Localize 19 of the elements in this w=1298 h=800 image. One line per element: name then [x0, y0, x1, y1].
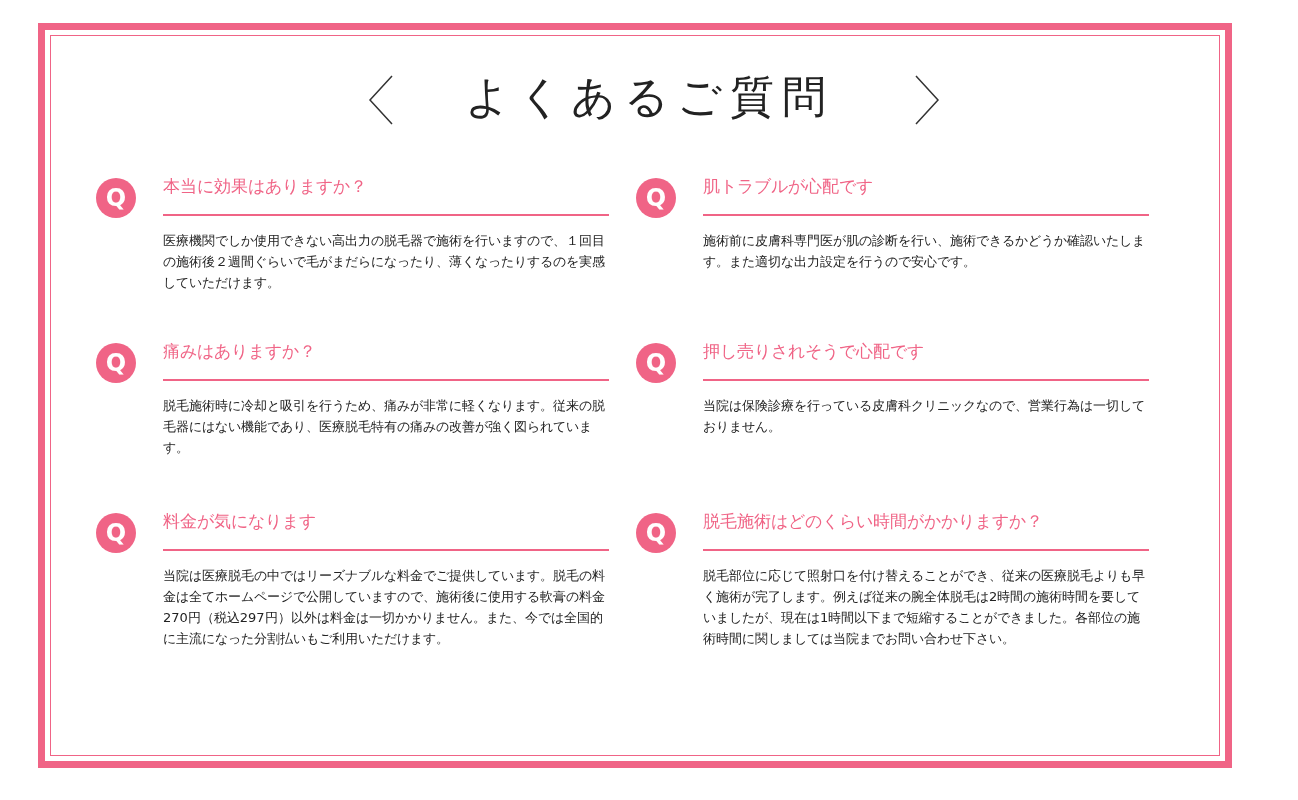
- question-heading: 肌トラブルが心配です: [703, 175, 873, 198]
- question-heading: 脱毛施術はどのくらい時間がかかりますか？: [703, 510, 1043, 533]
- question-heading: 押し売りされそうで心配です: [703, 340, 924, 363]
- q-badge: Q: [636, 513, 676, 553]
- q-badge: Q: [96, 513, 136, 553]
- question-heading: 料金が気になります: [163, 510, 316, 533]
- question-heading: 本当に効果はありますか？: [163, 175, 367, 198]
- page-title: よくあるご質問: [463, 70, 835, 124]
- answer-text: 施術前に皮膚科専門医が肌の診断を行い、施術できるかどうか確認いたします。また適切な出力設定を行うので安心です。: [703, 232, 1146, 271]
- q-badge: Q: [96, 343, 136, 383]
- answer-text: 脱毛部位に応じて照射口を付け替えることができ、従来の医療脱毛よりも早く施術が完了します。例えば従来の腕全体脱毛は2時間の施術時間を要していましたが、現在は1時間以下まで短縮することができました。各部位の施術時間に関しましては当院までお問い合わせ下さい。: [703, 567, 1146, 648]
- question-heading: 痛みはありますか？: [163, 340, 316, 363]
- answer-text: 当院は医療脱毛の中ではリーズナブルな料金でご提供しています。脱毛の料金は全てホームページで公開していますので、施術後に使用する軟膏の料金270円（税込297円）以外は料金は一切かかりません。また、今では全国的に主流になった分割払いもご利用いただけます。: [163, 567, 606, 648]
- q-badge: Q: [636, 343, 676, 383]
- answer-text: 医療機関でしか使用できない高出力の脱毛器で施術を行いますので、１回目の施術後２週間ぐらいで毛がまだらになったり、薄くなったりするのを実感していただけます。: [163, 232, 606, 292]
- answer-text: 当院は保険診療を行っている皮膚科クリニックなので、営業行為は一切しておりません。: [703, 397, 1146, 436]
- q-badge: Q: [636, 178, 676, 218]
- q-badge: Q: [96, 178, 136, 218]
- answer-text: 脱毛施術時に冷却と吸引を行うため、痛みが非常に軽くなります。従来の脱毛器にはない機能であり、医療脱毛特有の痛みの改善が強く図られています。: [163, 397, 606, 457]
